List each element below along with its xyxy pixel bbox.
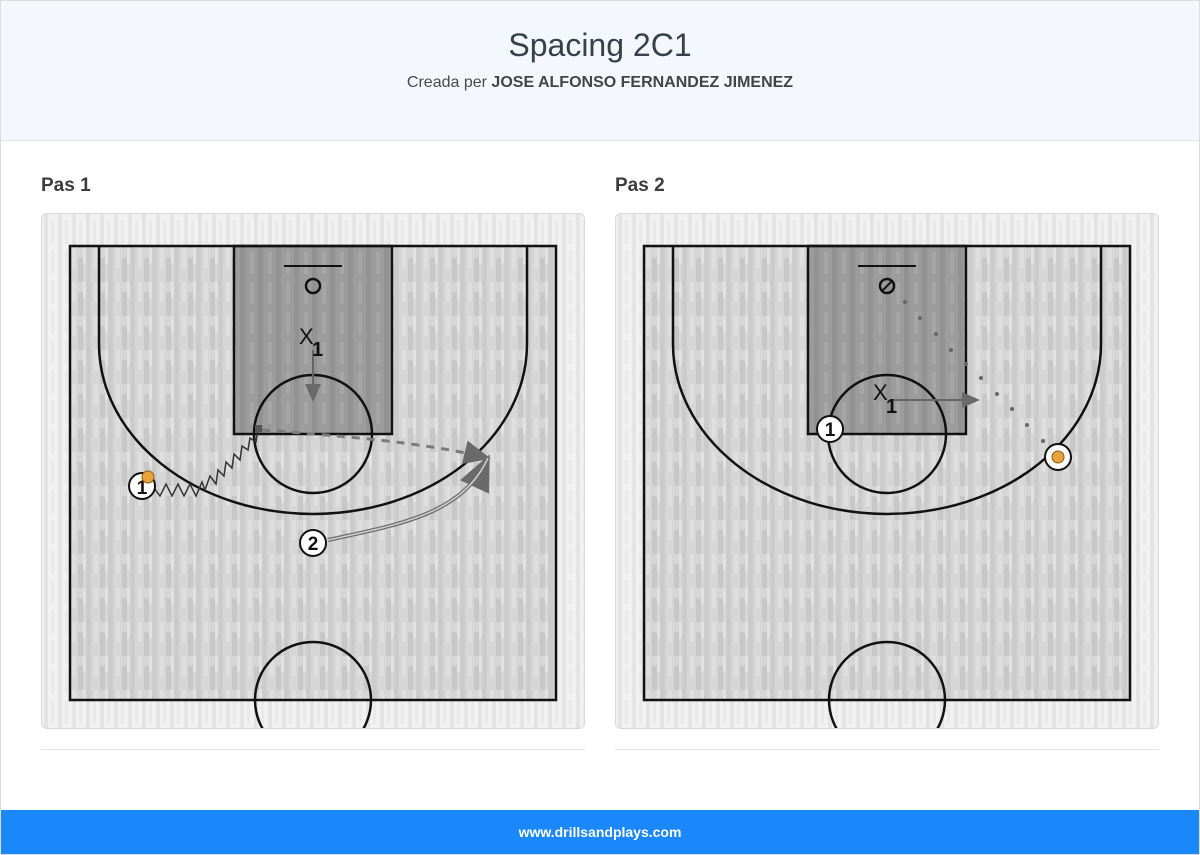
author-name: JOSE ALFONSO FERNANDEZ JIMENEZ	[491, 74, 794, 91]
author-line: Creada per JOSE ALFONSO FERNANDEZ JIMENE…	[1, 74, 1199, 92]
court-svg-1: X 1 1 2	[42, 214, 584, 728]
defender-number: 1	[886, 396, 897, 418]
player-2-label: 2	[308, 534, 319, 555]
court-diagram-step-2[interactable]: X 1 1	[615, 213, 1159, 729]
player-1-marker[interactable]: 1	[128, 470, 156, 500]
player-1-marker[interactable]: 1	[816, 415, 844, 443]
page-header: Spacing 2C1 Creada per JOSE ALFONSO FERN…	[1, 1, 1199, 141]
shot-path	[903, 300, 1045, 443]
player-1-label: 1	[825, 420, 836, 441]
step-1-divider	[41, 749, 585, 750]
player-1-label: 1	[137, 478, 148, 499]
defender-x: X	[299, 324, 314, 349]
page-title: Spacing 2C1	[508, 27, 692, 63]
step-2-label: Pas 2	[615, 175, 665, 196]
screen-mark	[255, 425, 262, 432]
site-footer[interactable]: www.drillsandplays.com	[1, 810, 1199, 854]
court-svg-2: X 1 1	[616, 214, 1158, 728]
step-1-label: Pas 1	[41, 175, 91, 196]
footer-link[interactable]: www.drillsandplays.com	[518, 824, 682, 840]
created-by-label: Creada per	[406, 74, 487, 91]
step-2-divider	[615, 749, 1159, 750]
basketball-icon	[141, 470, 155, 484]
shot-mark	[881, 280, 893, 292]
basketball-icon	[1051, 450, 1065, 464]
pass-line	[261, 428, 491, 465]
defender-number: 1	[312, 339, 323, 361]
shooter-marker[interactable]	[1044, 443, 1072, 471]
defender-x: X	[873, 380, 888, 405]
dribble-path	[153, 427, 259, 498]
court-diagram-step-1[interactable]: X 1 1 2	[41, 213, 585, 729]
player-2-marker[interactable]: 2	[299, 529, 327, 557]
